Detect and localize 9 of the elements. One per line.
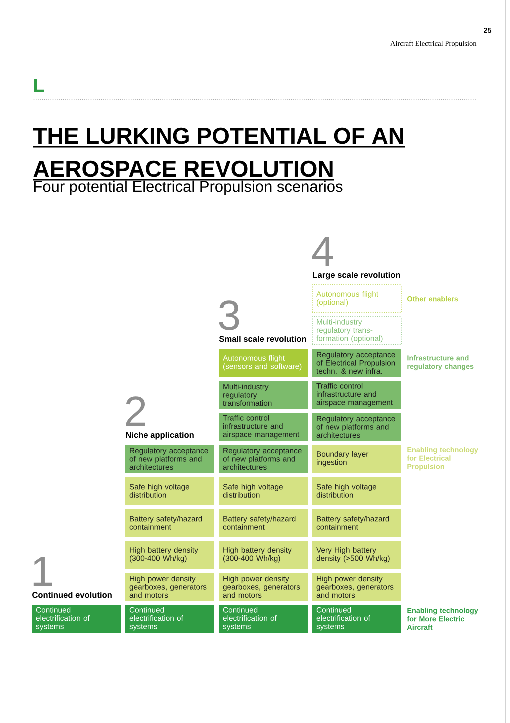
subtitle: Four potential Electrical Propulsion scenarios: [34, 180, 343, 196]
section-letter: L: [34, 78, 44, 92]
scenario-number: 2: [126, 396, 146, 426]
scenario-number: 1: [34, 557, 52, 586]
column-heading: Continued evolution: [32, 592, 112, 598]
scenario-number: 4: [312, 237, 334, 266]
column-heading: Small scale revolution: [219, 336, 306, 342]
scenario-number: 3: [219, 300, 240, 330]
title: THE LURKING POTENTIAL OF AN AEROSPACE REVOLUTION: [33, 128, 405, 181]
